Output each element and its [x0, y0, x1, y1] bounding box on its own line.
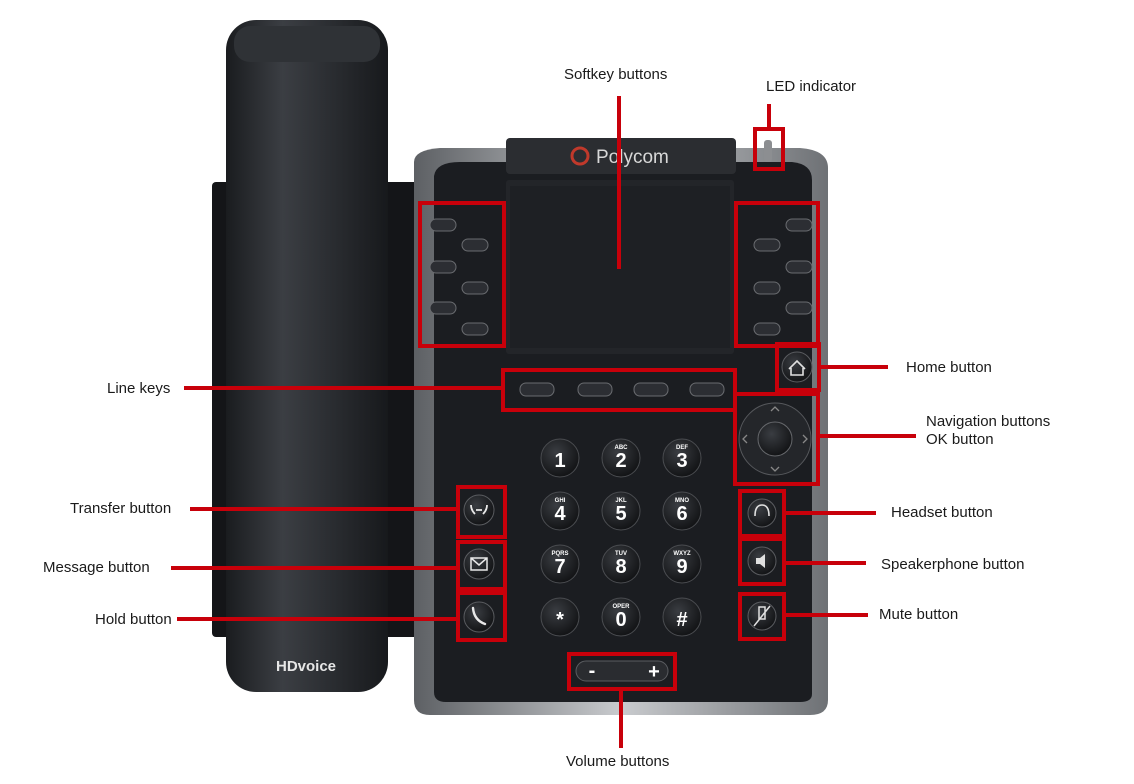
mute-icon [753, 605, 771, 627]
left-line-key[interactable] [461, 238, 489, 252]
hold-button[interactable] [463, 601, 495, 633]
callout-left-keys [418, 201, 506, 348]
label-led-indicator: LED indicator [766, 78, 857, 95]
transfer-icon [470, 504, 488, 515]
headset-button[interactable] [747, 498, 777, 528]
label-navigation-buttons: Navigation buttons [926, 413, 1051, 430]
label-hold-button: Hold button [95, 611, 172, 628]
svg-text:3: 3 [676, 450, 687, 472]
svg-text:7: 7 [554, 556, 565, 578]
label-transfer-button: Transfer button [70, 500, 172, 517]
right-line-key[interactable] [753, 238, 781, 252]
svg-text:WXYZ: WXYZ [673, 551, 691, 557]
brand-name: Polycom [596, 147, 669, 168]
key-star[interactable]: * [540, 597, 580, 637]
svg-text:ABC: ABC [615, 445, 629, 451]
right-line-key[interactable] [785, 301, 813, 315]
callout-message [456, 540, 507, 591]
right-line-key[interactable] [785, 218, 813, 232]
softkey[interactable] [519, 382, 555, 397]
svg-text:DEF: DEF [676, 445, 688, 451]
label-line-keys: Line keys [107, 380, 171, 397]
callout-lines [171, 96, 916, 748]
svg-text:JKL: JKL [615, 498, 627, 504]
svg-text:9: 9 [676, 556, 687, 578]
handset-top [234, 26, 380, 62]
label-home-button: Home button [906, 359, 992, 376]
left-line-key[interactable] [429, 260, 457, 274]
svg-text:MNO: MNO [675, 498, 689, 504]
headset-icon [754, 504, 770, 517]
led-light [764, 140, 772, 162]
home-button[interactable] [781, 351, 813, 383]
svg-text:PQRS: PQRS [551, 551, 568, 557]
ok-button[interactable] [757, 421, 793, 457]
softkey[interactable] [689, 382, 725, 397]
left-line-key[interactable] [461, 281, 489, 295]
callout-transfer [456, 485, 507, 539]
right-line-key[interactable] [753, 322, 781, 336]
svg-text:4: 4 [554, 503, 566, 525]
softkeys [519, 382, 725, 397]
svg-text:0: 0 [615, 609, 626, 631]
svg-text:2: 2 [615, 450, 626, 472]
left-line-key[interactable] [429, 301, 457, 315]
label-volume-buttons: Volume buttons [566, 753, 670, 770]
label-headset-button: Headset button [891, 504, 993, 521]
nav-right-icon [802, 434, 808, 444]
svg-text:5: 5 [615, 503, 626, 525]
polycom-logo-icon [570, 146, 590, 166]
hold-icon [471, 606, 487, 626]
volume-rocker[interactable] [575, 660, 669, 682]
handset [226, 20, 388, 692]
label-mute-button: Mute button [879, 606, 959, 623]
label-message-button: Message button [43, 559, 150, 576]
softkey[interactable] [633, 382, 669, 397]
right-line-key[interactable] [753, 281, 781, 295]
callout-hold [456, 591, 507, 642]
label-ok-button: OK button [926, 431, 994, 448]
svg-text:TUV: TUV [615, 551, 627, 557]
svg-text:1: 1 [554, 450, 565, 472]
left-line-key[interactable] [429, 218, 457, 232]
speaker-icon [756, 554, 765, 568]
svg-text:8: 8 [615, 556, 626, 578]
home-icon [788, 359, 806, 376]
nav-up-icon [770, 406, 780, 412]
left-line-keys [429, 218, 489, 336]
message-button[interactable] [463, 548, 495, 580]
volume-plus[interactable]: + [648, 661, 660, 683]
right-line-keys [753, 218, 813, 336]
svg-text:GHI: GHI [555, 498, 566, 504]
svg-text:*: * [556, 609, 564, 631]
envelope-icon [470, 557, 488, 571]
softkey[interactable] [577, 382, 613, 397]
nav-left-icon [742, 434, 748, 444]
left-line-key[interactable] [461, 322, 489, 336]
label-softkey-buttons: Softkey buttons [564, 66, 668, 83]
volume-minus[interactable]: - [589, 660, 596, 682]
svg-text:6: 6 [676, 503, 687, 525]
svg-text:#: # [676, 609, 687, 631]
svg-text:OPER: OPER [612, 604, 630, 610]
callout-navigation [733, 392, 820, 486]
nav-down-icon [770, 466, 780, 472]
key-hash[interactable]: # [662, 597, 702, 637]
label-speakerphone-button: Speakerphone button [881, 556, 1025, 573]
hdvoice-badge: HDvoice [276, 658, 336, 675]
right-line-key[interactable] [785, 260, 813, 274]
key-1[interactable]: 1 [540, 438, 580, 478]
